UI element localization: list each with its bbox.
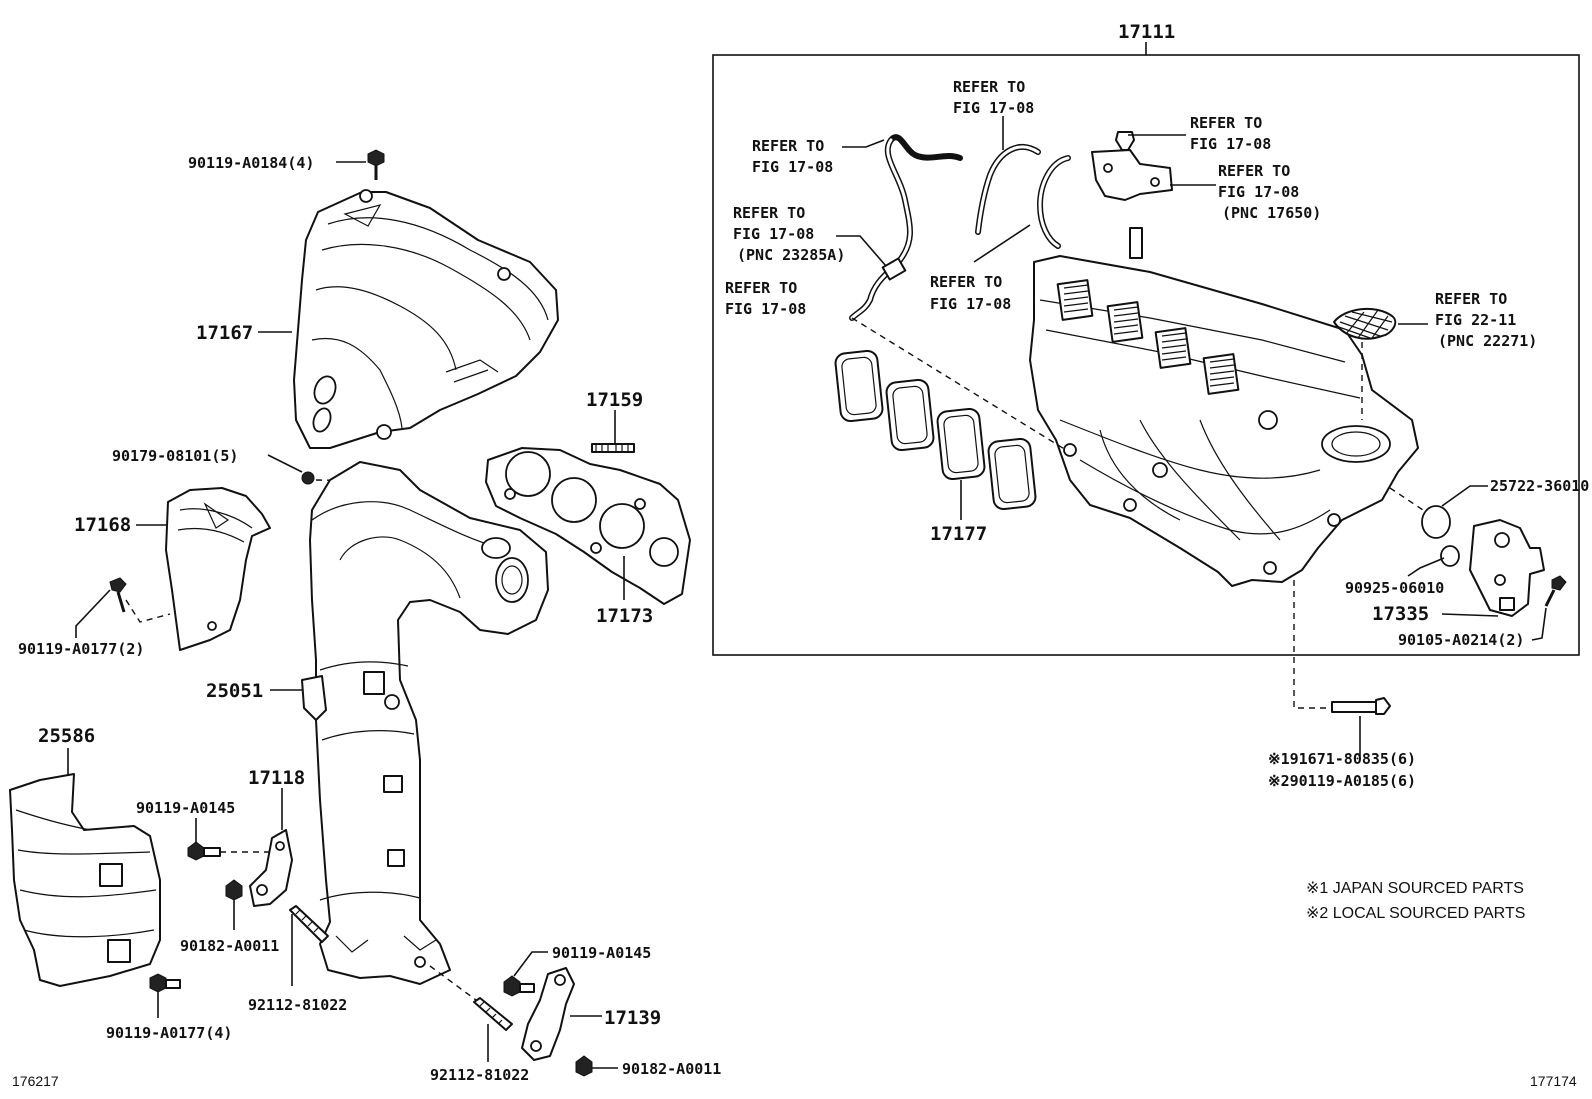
callout-25722-36010[interactable]: 25722-36010 <box>1490 477 1589 495</box>
svg-text:FIG 17-08: FIG 17-08 <box>1190 135 1271 153</box>
nut-a0011-right-icon <box>575 1055 593 1077</box>
callout-17177[interactable]: 17177 <box>930 523 987 545</box>
callout-25586[interactable]: 25586 <box>38 725 95 747</box>
refer-note-2: REFER TO FIG 17-08 <box>953 78 1034 117</box>
svg-text:REFER TO: REFER TO <box>752 137 824 155</box>
refer-note-8: REFER TO FIG 22-11 (PNC 22271) <box>1435 290 1537 350</box>
refer-note-7: REFER TO FIG 17-08 (PNC 17650) <box>1218 162 1321 222</box>
svg-text:REFER TO: REFER TO <box>725 279 797 297</box>
bolt-a0177-4-icon <box>149 973 181 993</box>
refer-note-5: REFER TO FIG 17-08 <box>930 273 1011 313</box>
svg-text:(PNC 17650): (PNC 17650) <box>1222 204 1321 222</box>
svg-text:FIG 17-08: FIG 17-08 <box>953 99 1034 117</box>
callout-90179-08101[interactable]: 90179-08101(5) <box>112 447 238 465</box>
lower-insulator-icon <box>165 487 271 651</box>
oring-icon <box>1421 505 1451 539</box>
bolt-icon <box>1544 575 1567 607</box>
heat-insulator-bolt-icon <box>367 149 385 180</box>
figure-id-right: 177174 <box>1530 1073 1577 1089</box>
svg-text:(PNC 23285A): (PNC 23285A) <box>737 246 845 264</box>
intake-gaskets-icon <box>834 349 1037 511</box>
heat-insulator-icon <box>293 189 559 449</box>
callout-91671-80835[interactable]: ※191671-80835(6) <box>1268 750 1416 768</box>
callout-17159[interactable]: 17159 <box>586 389 643 411</box>
callout-17173[interactable]: 17173 <box>596 605 653 627</box>
lower-heat-shield-icon <box>9 773 161 987</box>
bolt-a0145-left-icon <box>187 841 221 861</box>
svg-text:FIG 17-08: FIG 17-08 <box>930 295 1011 313</box>
callout-90119-a0177-2[interactable]: 90119-A0177(2) <box>18 640 144 658</box>
small-plug-icon <box>1440 545 1460 567</box>
svg-text:REFER TO: REFER TO <box>930 273 1002 291</box>
svg-text:REFER TO: REFER TO <box>953 78 1025 96</box>
callout-90119-a0184[interactable]: 90119-A0184(4) <box>188 154 314 172</box>
intake-manifold-icon <box>1029 227 1419 587</box>
svg-text:FIG 22-11: FIG 22-11 <box>1435 311 1516 329</box>
svg-text:(PNC 22271): (PNC 22271) <box>1438 332 1537 350</box>
svg-text:REFER TO: REFER TO <box>1190 114 1262 132</box>
refer-note-1: REFER TO FIG 17-08 <box>752 137 833 176</box>
callout-17335[interactable]: 17335 <box>1372 603 1429 625</box>
svg-text:REFER TO: REFER TO <box>733 204 805 222</box>
vsv-bracket-icon <box>1091 131 1173 201</box>
svg-text:FIG 17-08: FIG 17-08 <box>733 225 814 243</box>
callout-17111[interactable]: 17111 <box>1118 21 1175 43</box>
callout-92112-81022-left[interactable]: 92112-81022 <box>248 996 347 1014</box>
nut-a0011-left-icon <box>225 879 243 901</box>
callout-90105-a0214[interactable]: 90105-A0214(2) <box>1398 631 1524 649</box>
callout-17168[interactable]: 17168 <box>74 514 131 536</box>
figure-id-left: 176217 <box>12 1073 59 1089</box>
hoses-icon <box>849 134 1071 321</box>
refer-note-4: REFER TO FIG 17-08 <box>725 279 806 318</box>
stud-bottom-icon <box>473 997 513 1031</box>
callout-90119-a0145-left[interactable]: 90119-A0145 <box>136 799 235 817</box>
stud-17159-icon <box>591 443 635 453</box>
note-local-sourced: ※2 LOCAL SOURCED PARTS <box>1306 905 1525 922</box>
bracket-17118-icon <box>249 829 293 907</box>
callout-17139[interactable]: 17139 <box>604 1007 661 1029</box>
exhaust-manifold-icon <box>309 461 549 985</box>
svg-text:FIG 17-08: FIG 17-08 <box>725 300 806 318</box>
callout-90182-a0011-right[interactable]: 90182-A0011 <box>622 1060 721 1078</box>
intake-manifold-group: 17111 <box>712 21 1589 656</box>
actuator-icon <box>1469 519 1545 617</box>
bracket-17139-icon <box>521 967 575 1061</box>
refer-note-6: REFER TO FIG 17-08 <box>1190 114 1271 153</box>
callout-17118[interactable]: 17118 <box>248 767 305 789</box>
bolt-a0145-right-icon <box>503 975 535 997</box>
svg-text:FIG 17-08: FIG 17-08 <box>752 158 833 176</box>
svg-text:REFER TO: REFER TO <box>1218 162 1290 180</box>
callout-17167[interactable]: 17167 <box>196 322 253 344</box>
svg-text:FIG 17-08: FIG 17-08 <box>1218 183 1299 201</box>
callout-90119-a0185[interactable]: ※290119-A0185(6) <box>1268 772 1416 790</box>
nut-icon <box>301 471 315 485</box>
mesh-gasket-icon <box>1333 307 1397 340</box>
note-japan-sourced: ※1 JAPAN SOURCED PARTS <box>1306 880 1524 897</box>
callout-90119-a0177-4[interactable]: 90119-A0177(4) <box>106 1024 232 1042</box>
exhaust-gasket-icon <box>485 447 691 605</box>
callout-90119-a0145-right[interactable]: 90119-A0145 <box>552 944 651 962</box>
stud-left-icon <box>289 905 329 943</box>
callout-90182-a0011-left[interactable]: 90182-A0011 <box>180 937 279 955</box>
callout-92112-81022-bottom[interactable]: 92112-81022 <box>430 1066 529 1084</box>
bolt-a0177-icon <box>109 577 127 613</box>
manifold-bolt-icon <box>1331 697 1391 715</box>
callout-25051[interactable]: 25051 <box>206 680 263 702</box>
refer-note-3: REFER TO FIG 17-08 (PNC 23285A) <box>733 204 845 264</box>
svg-text:REFER TO: REFER TO <box>1435 290 1507 308</box>
callout-90925-06010[interactable]: 90925-06010 <box>1345 579 1444 597</box>
